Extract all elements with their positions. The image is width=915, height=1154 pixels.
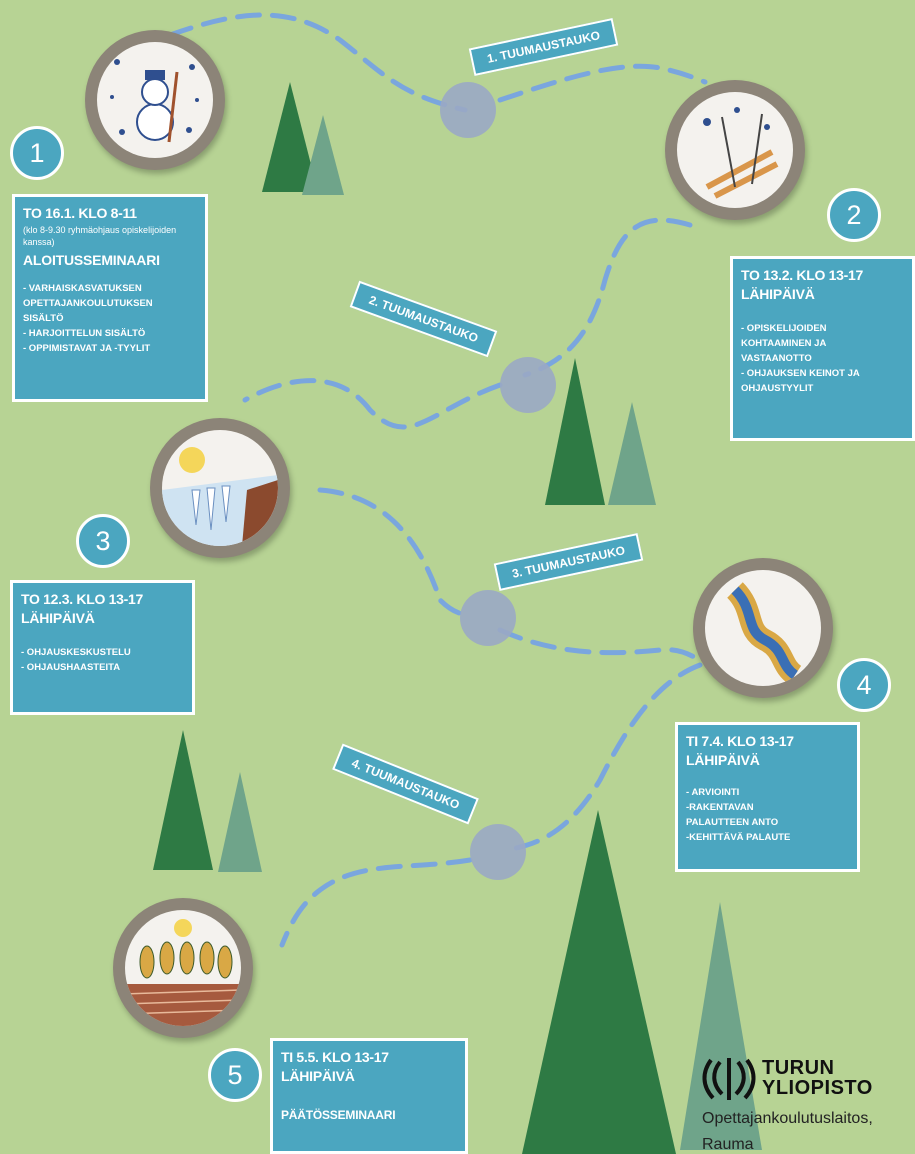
list-item: - ARVIOINTI (686, 787, 740, 798)
medal-river (693, 558, 833, 698)
list-item: SISÄLTÖ (23, 313, 64, 324)
logo-line-2: YLIOPISTO (762, 1077, 873, 1099)
session-heading: LÄHIPÄIVÄ (281, 1068, 355, 1084)
session-items: - VARHAISKASVATUKSEN OPETTAJANKOULUTUKSE… (23, 281, 197, 356)
waypoint-1 (440, 82, 496, 138)
list-item: - VARHAISKASVATUKSEN (23, 283, 142, 294)
session-note: (klo 8-9.30 ryhmäohjaus opiskelijoiden k… (23, 225, 177, 247)
medal-field (113, 898, 253, 1038)
path-segment-6 (497, 627, 703, 663)
waypoint-2 (500, 357, 556, 413)
step-badge-4: 4 (837, 658, 891, 712)
logo-line-1: TURUN (762, 1057, 835, 1079)
list-item: - OHJAUSKESKUSTELU (21, 647, 131, 658)
session-box-4: TI 7.4. KLO 13-17 LÄHIPÄIVÄ - ARVIOINTI … (675, 722, 860, 872)
field-icon (125, 919, 241, 1026)
medal-icicles (150, 418, 290, 558)
session-items: - OHJAUSKESKUSTELU - OHJAUSHAASTEITA (21, 645, 184, 675)
session-date: TI 5.5. KLO 13-17 (281, 1049, 389, 1065)
session-heading: LÄHIPÄIVÄ (21, 610, 95, 626)
list-item: - HARJOITTELUN SISÄLTÖ (23, 328, 146, 339)
waypoint-4 (470, 824, 526, 880)
session-date: TO 12.3. KLO 13-17 (21, 591, 143, 607)
list-item: - OHJAUKSEN KEINOT JA (741, 368, 860, 379)
step-badge-5: 5 (208, 1048, 262, 1102)
session-box-1: TO 16.1. KLO 8-11 (klo 8-9.30 ryhmäohjau… (12, 194, 208, 402)
path-segment-7 (502, 662, 703, 853)
department-name: Opettajankoulutuslaitos, Rauma (702, 1106, 873, 1154)
snowman-icon (110, 59, 199, 143)
logo-name: TURUN YLIOPISTO (762, 1058, 873, 1098)
session-heading: LÄHIPÄIVÄ (686, 752, 760, 768)
torch-emblem-icon (702, 1058, 756, 1100)
path-segment-1 (167, 12, 468, 113)
session-date: TI 7.4. KLO 13-17 (686, 733, 794, 749)
list-item: VASTAANOTTO (741, 353, 812, 364)
list-item: KOHTAAMINEN JA (741, 338, 827, 349)
session-items: - OPISKELIJOIDEN KOHTAAMINEN JA VASTAANO… (741, 321, 904, 396)
icicles-icon (162, 447, 278, 546)
path-segment-2 (497, 63, 708, 103)
path-segment-5 (317, 487, 473, 618)
list-item: PALAUTTEEN ANTO (686, 817, 779, 828)
university-logo: TURUN YLIOPISTO Opettajankoulutuslaitos,… (700, 1054, 915, 1154)
list-item: - OHJAUSHAASTEITA (21, 662, 121, 673)
medal-snowman (85, 30, 225, 170)
step-badge-2: 2 (827, 188, 881, 242)
list-item: - OPPIMISTAVAT JA -TYYLIT (23, 343, 151, 354)
list-item: OPETTAJANKOULUTUKSEN (23, 298, 153, 309)
river-icon (726, 582, 802, 685)
session-heading: LÄHIPÄIVÄ (741, 286, 815, 302)
session-heading: ALOITUSSEMINAARI (23, 252, 160, 268)
path-segment-3 (522, 217, 693, 378)
list-item: - OPISKELIJOIDEN (741, 323, 827, 334)
session-box-3: TO 12.3. KLO 13-17 LÄHIPÄIVÄ - OHJAUSKES… (10, 580, 195, 715)
path-segment-4 (242, 378, 503, 430)
path-segment-8 (279, 857, 473, 948)
session-box-5: TI 5.5. KLO 13-17 LÄHIPÄIVÄ PÄÄTÖSSEMINA… (270, 1038, 468, 1154)
list-item: OHJAUSTYYLIT (741, 383, 814, 394)
session-items: - ARVIOINTI -RAKENTAVAN PALAUTTEEN ANTO … (686, 785, 849, 845)
step-badge-3: 3 (76, 514, 130, 568)
tree-group-1 (262, 82, 344, 195)
department-line-2: Rauma (702, 1136, 754, 1153)
step-badge-1: 1 (10, 126, 64, 180)
list-item: -KEHITTÄVÄ PALAUTE (686, 832, 791, 843)
session-final-heading: PÄÄTÖSSEMINAARI (281, 1108, 396, 1122)
session-box-2: TO 13.2. KLO 13-17 LÄHIPÄIVÄ - OPISKELIJ… (730, 256, 915, 441)
session-date: TO 16.1. KLO 8-11 (23, 205, 137, 221)
list-item: -RAKENTAVAN (686, 802, 754, 813)
tree-group-3 (153, 730, 262, 872)
session-date: TO 13.2. KLO 13-17 (741, 267, 863, 283)
medal-skis (665, 80, 805, 220)
department-line-1: Opettajankoulutuslaitos, (702, 1110, 873, 1127)
waypoint-3 (460, 590, 516, 646)
skis-icon (703, 107, 779, 199)
tree-group-2 (545, 358, 656, 505)
